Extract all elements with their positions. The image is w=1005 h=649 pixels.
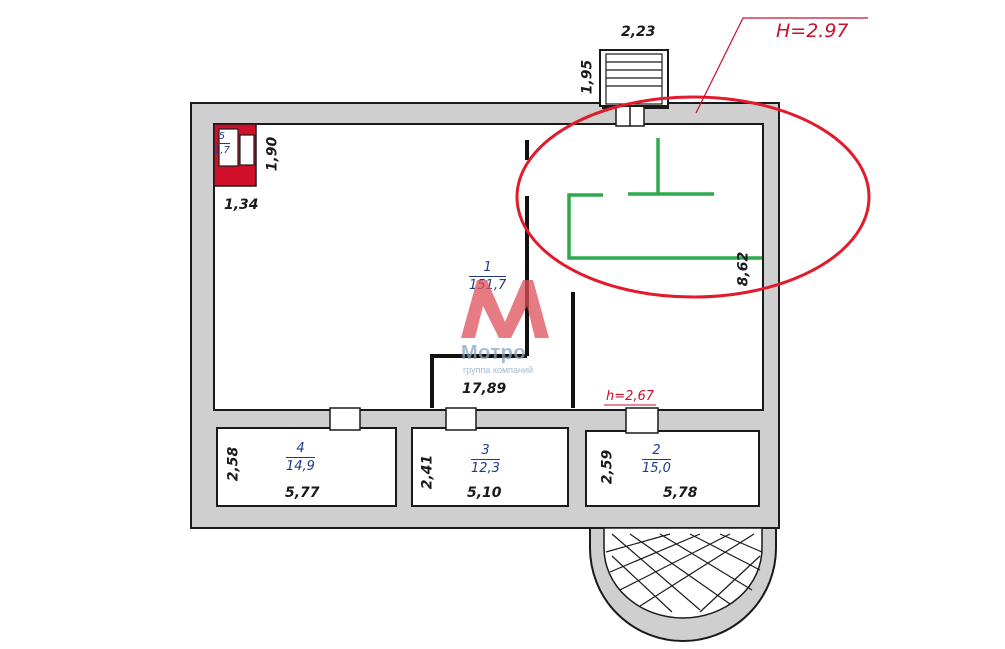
watermark-tagline: группа компаний xyxy=(463,365,534,375)
room-number: 4 xyxy=(286,442,315,458)
dim-room5-height: 1,90 xyxy=(264,136,281,172)
dim-room2-height: 2,59 xyxy=(599,449,616,485)
bay-semicircle xyxy=(589,527,777,642)
room-area: 14,9 xyxy=(286,459,315,474)
room-number: 3 xyxy=(471,444,500,460)
ceiling-height-label: H=2.97 xyxy=(776,20,849,42)
room-5-label: 5 1,7 xyxy=(214,132,230,156)
dim-stair-width: 2,23 xyxy=(621,24,656,40)
dim-room4-width: 5,77 xyxy=(285,485,320,501)
dim-room3-width: 5,10 xyxy=(467,485,502,501)
room-number: 2 xyxy=(642,444,671,460)
dim-room2-width: 5,78 xyxy=(663,485,698,501)
dim-room4-height: 2,58 xyxy=(225,446,242,482)
room-3-label: 3 12,3 xyxy=(471,444,500,475)
entrance-stairs xyxy=(599,49,669,107)
highlight-ellipse xyxy=(515,17,871,299)
room2-height-label: h=2,67 xyxy=(606,389,655,404)
dim-room1-right-height: 8,62 xyxy=(735,251,752,287)
dim-room1-width: 17,89 xyxy=(462,381,507,397)
room-area: 1,7 xyxy=(214,145,230,156)
dim-room3-height: 2,41 xyxy=(419,454,436,490)
room-area: 15,0 xyxy=(642,461,671,476)
room-area: 12,3 xyxy=(471,461,500,476)
watermark-logo: Мотро группа компаний xyxy=(455,272,555,382)
proposed-partitions xyxy=(567,138,762,260)
dim-room5-width: 1,34 xyxy=(224,197,259,213)
watermark-brand: Мотро xyxy=(461,342,527,364)
room-number: 1 xyxy=(469,261,507,277)
room-4-label: 4 14,9 xyxy=(286,442,315,473)
dim-stair-depth: 1,95 xyxy=(579,59,596,95)
partitions xyxy=(430,140,575,408)
walls xyxy=(190,102,780,529)
room-5-block xyxy=(213,123,257,187)
logo-mark-icon xyxy=(461,280,549,338)
room-number: 5 xyxy=(214,132,230,144)
room-2-label: 2 15,0 xyxy=(642,444,671,475)
